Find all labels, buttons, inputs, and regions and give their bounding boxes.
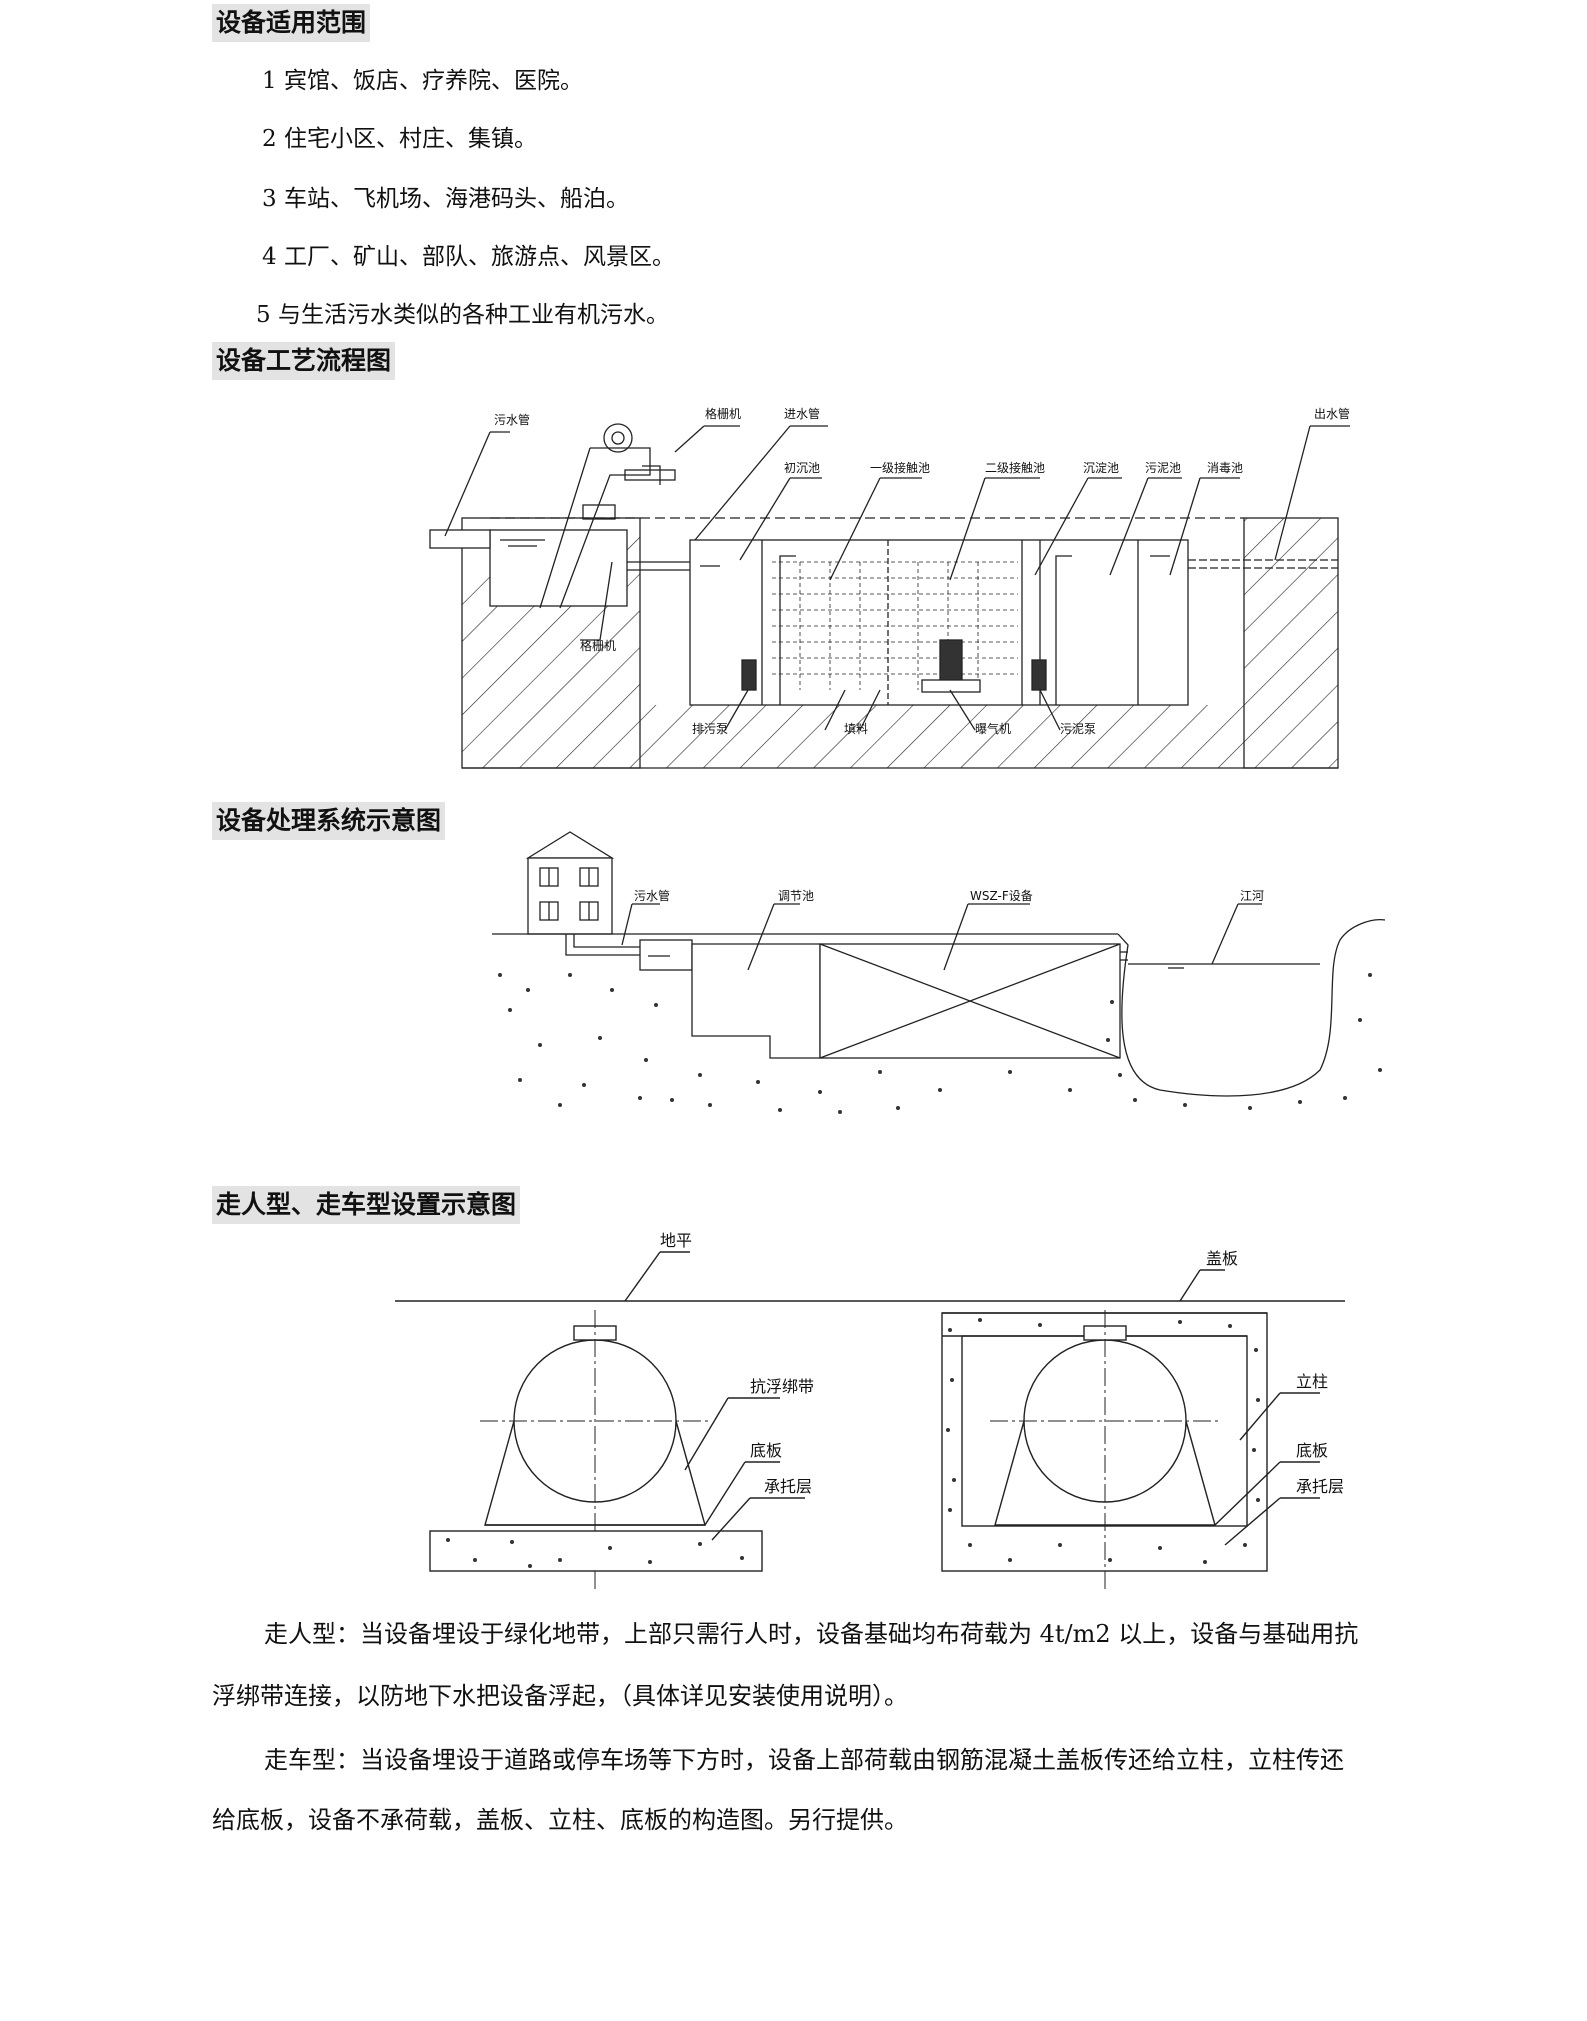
system-schematic-labels: 污水管 调节池 WSZ-F设备 江河 (634, 888, 1264, 903)
label-settling-tank: 沉淀池 (1083, 461, 1119, 475)
label-regulating-tank: 调节池 (778, 889, 814, 903)
label-anti-float-strap: 抗浮绑带 (750, 1377, 814, 1396)
label-sewage-pipe-system: 污水管 (634, 888, 670, 903)
section-title-scope: 设备适用范围 (212, 4, 371, 42)
section-title-system-diagram: 设备处理系统示意图 (212, 802, 446, 840)
system-schematic-diagram (492, 831, 1386, 1097)
paragraph-walk-type-line2: 浮绑带连接，以防地下水把设备浮起，（具体详见安装使用说明）。 (212, 1682, 908, 1710)
installation-diagram (395, 1251, 1345, 1590)
soil-bottom (640, 705, 1244, 768)
label-grille-machine-top: 格栅机 (705, 406, 741, 421)
label-support-layer-left: 承托层 (764, 1477, 812, 1496)
label-aerator: 曝气机 (975, 721, 1011, 736)
label-sludge-tank: 污泥池 (1145, 461, 1181, 475)
process-flow-diagram (429, 423, 1350, 769)
scope-item-5: 5 与生活污水类似的各种工业有机污水。 (256, 302, 669, 328)
scope-item-3: 3 车站、飞机场、海港码头、船泊。 (262, 186, 629, 212)
label-bottom-plate-right: 底板 (1296, 1441, 1328, 1460)
label-disinfection-tank: 消毒池 (1207, 461, 1243, 475)
soil-dots-system (498, 973, 1382, 1114)
label-sludge-pump: 污泥泵 (1060, 722, 1096, 736)
vehicle-type-tank (941, 1269, 1320, 1590)
installation-labels: 地平 盖板 抗浮绑带 底板 承托层 立柱 底板 承托层 (660, 1231, 1344, 1496)
scope-item-4: 4 工厂、矿山、部队、旅游点、风景区。 (262, 244, 675, 270)
walk-type-tank (429, 1251, 805, 1590)
label-drain-pump: 排污泵 (692, 722, 728, 736)
label-filler: 填料 (844, 722, 868, 736)
label-contact-tank-2: 二级接触池 (985, 460, 1045, 475)
soil-right (1243, 517, 1339, 769)
concrete-dots (446, 1318, 1260, 1568)
paragraph-vehicle-type-line2: 给底板，设备不承荷载，盖板、立柱、底板的构造图。另行提供。 (212, 1806, 908, 1834)
label-outlet-pipe: 出水管 (1314, 406, 1350, 421)
label-support-layer-right: 承托层 (1296, 1477, 1344, 1496)
paragraph-walk-type-line1: 走人型：当设备埋设于绿化地带，上部只需行人时，设备基础均布荷载为 4t/m2 以… (264, 1620, 1359, 1648)
section-title-installation: 走人型、走车型设置示意图 (212, 1186, 521, 1224)
label-bottom-plate-left: 底板 (750, 1441, 782, 1460)
scope-item-1: 1 宾馆、饭店、疗养院、医院。 (262, 68, 583, 94)
label-ground: 地平 (660, 1231, 692, 1250)
label-sewage-pipe: 污水管 (494, 412, 530, 427)
house-icon (525, 831, 615, 935)
scope-item-2: 2 住宅小区、村庄、集镇。 (262, 126, 537, 152)
label-cover-plate: 盖板 (1206, 1249, 1238, 1268)
label-grille-machine-bottom: 格栅机 (580, 638, 616, 653)
label-river: 江河 (1240, 889, 1264, 903)
process-flow-labels: 污水管 格栅机 进水管 初沉池 一级接触池 二级接触池 沉淀池 污泥池 消毒池 … (494, 406, 1350, 736)
label-primary-tank: 初沉池 (784, 461, 820, 475)
paragraph-vehicle-type-line1: 走车型：当设备埋设于道路或停车场等下方时，设备上部荷载由钢筋混凝土盖板传还给立柱… (264, 1746, 1344, 1774)
label-wsz-equipment: WSZ-F设备 (970, 889, 1033, 903)
label-contact-tank-1: 一级接触池 (870, 460, 930, 475)
label-inlet-pipe: 进水管 (784, 406, 820, 421)
section-title-process-flow: 设备工艺流程图 (212, 342, 396, 380)
label-column: 立柱 (1296, 1372, 1328, 1391)
